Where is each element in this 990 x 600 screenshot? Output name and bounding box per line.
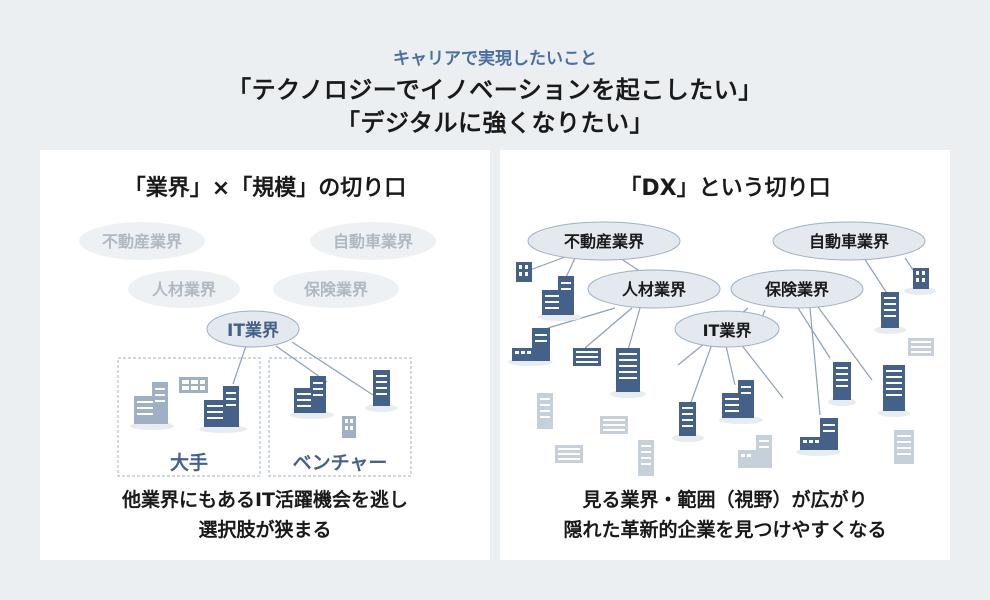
group-label-large: 大手 (170, 451, 208, 474)
industry-bubble-realestate: 不動産業界 (527, 221, 681, 261)
it-label: IT業界 (227, 320, 279, 341)
building-icon (290, 376, 334, 419)
right-diagram: 不動産業界 自動車業界 人材業界 保険業界 IT業界 (508, 221, 936, 476)
building-icon (638, 440, 654, 476)
industry-label: 不動産業界 (564, 232, 644, 251)
building-icon (738, 435, 772, 468)
building-icon (516, 262, 532, 282)
left-caption-line-2: 選択肢が狭まる (198, 519, 332, 541)
building-icon (555, 445, 583, 463)
building-icon (672, 402, 704, 442)
industry-label: 自動車業界 (809, 232, 889, 251)
building-icon (610, 348, 646, 398)
industry-bubble-insurance: 保険業界 (730, 269, 864, 309)
headline-line-1: 「テクノロジーでイノベーションを起こしたい」 (227, 76, 763, 104)
building-icon (878, 365, 910, 417)
industry-bubble-insurance-faded: 保険業界 (273, 270, 399, 308)
industry-bubble-realestate-faded: 不動産業界 (79, 222, 205, 260)
industry-label: IT業界 (703, 321, 752, 340)
building-icon (179, 377, 208, 393)
industry-label: 保険業界 (764, 280, 829, 299)
building-icon (719, 380, 763, 424)
building-icon (894, 430, 914, 464)
left-panel-title: 「業界」×「規模」の切り口 (123, 176, 407, 201)
left-panel: 「業界」×「規模」の切り口 不動産業界 自動車業界 人材業界 保険業界 IT業 (40, 150, 490, 560)
building-icon (130, 382, 174, 430)
industry-bubble-it: IT業界 (206, 310, 300, 348)
group-label-venture: ベンチャー (293, 452, 388, 474)
right-panel: 「DX」という切り口 不動産業界 自動車業界 (500, 150, 950, 560)
industry-bubble-hr: 人材業界 (587, 269, 721, 309)
industry-label: 保険業界 (303, 280, 368, 299)
headline-line-2: 「デジタルに強くなりたい」 (335, 109, 655, 137)
right-caption-line-1: 見る業界・範囲（視野）が広がり (582, 489, 868, 511)
building-icon (908, 338, 934, 356)
industry-bubble-hr-faded: 人材業界 (128, 270, 240, 308)
building-icon (342, 416, 356, 438)
industry-label: 人材業界 (622, 280, 686, 299)
building-icon (573, 348, 601, 366)
left-diagram: 不動産業界 自動車業界 人材業界 保険業界 IT業界 (79, 222, 436, 477)
building-icon (538, 276, 582, 321)
left-caption-line-1: 他業界にもあるIT活躍機会を逃し (121, 489, 409, 511)
connector-lines (232, 339, 374, 396)
building-icon (199, 386, 247, 433)
building-icon (537, 393, 553, 429)
right-panel-title: 「DX」という切り口 (619, 176, 831, 201)
building-icon (365, 370, 397, 412)
industry-bubble-it: IT業界 (674, 310, 780, 348)
building-icon (904, 268, 936, 295)
industry-bubble-auto: 自動車業界 (772, 221, 926, 261)
building-icon (828, 362, 856, 406)
building-icon (508, 328, 552, 366)
building-icon (796, 418, 840, 456)
industry-label: 不動産業界 (102, 232, 182, 251)
right-caption-line-2: 隠れた革新的企業を見つけやすくなる (563, 519, 887, 541)
venture-group (268, 357, 412, 477)
large-company-group (117, 357, 261, 477)
building-icon (874, 292, 906, 334)
building-icon (600, 416, 628, 434)
subtitle: キャリアで実現したいこと (393, 49, 597, 69)
industry-bubble-auto-faded: 自動車業界 (310, 222, 436, 260)
industry-label: 自動車業界 (333, 232, 413, 251)
industry-label: 人材業界 (152, 280, 216, 299)
